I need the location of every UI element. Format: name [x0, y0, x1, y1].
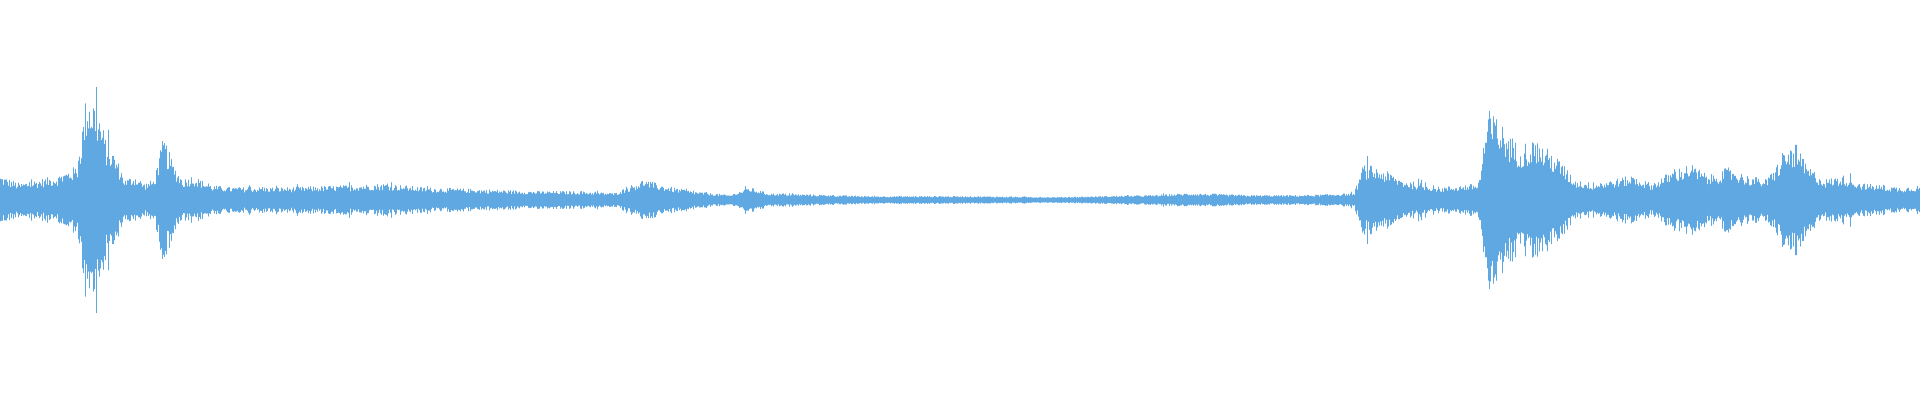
waveform-samples: [0, 87, 1920, 313]
